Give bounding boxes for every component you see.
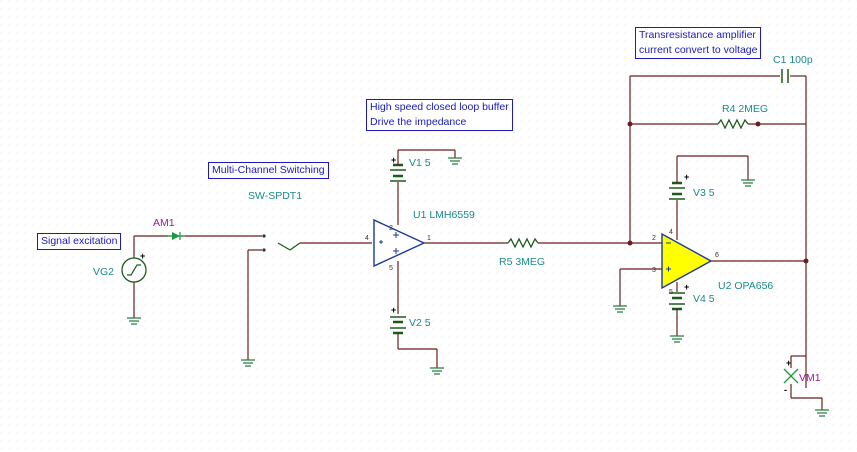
c1-capacitor[interactable] bbox=[781, 69, 789, 83]
ground-symbol bbox=[670, 335, 684, 343]
v2-battery[interactable]: + bbox=[390, 305, 406, 335]
ground-symbol bbox=[613, 305, 627, 313]
u2-opa656-opamp[interactable] bbox=[661, 232, 713, 290]
am1-ammeter[interactable] bbox=[166, 232, 185, 240]
vg2-label: VG2 bbox=[93, 266, 114, 278]
r5-label: R5 3MEG bbox=[499, 256, 545, 268]
r4-resistor[interactable] bbox=[717, 118, 749, 130]
u2-pin-top: 4 bbox=[669, 229, 673, 236]
note-buffer-line2: Drive the impedance bbox=[370, 116, 467, 128]
ground-symbol bbox=[448, 157, 462, 165]
u1-lmh6559-buffer[interactable] bbox=[373, 218, 426, 268]
v1-label: V1 5 bbox=[409, 157, 431, 169]
v4-label: V4 5 bbox=[693, 293, 715, 305]
ground-symbol bbox=[430, 367, 444, 375]
v2-label: V2 5 bbox=[409, 317, 431, 329]
svg-text:+: + bbox=[684, 172, 689, 182]
u2-pin-inv: 2 bbox=[652, 235, 656, 242]
u1-label: U1 LMH6559 bbox=[413, 209, 475, 221]
ground-symbol bbox=[127, 317, 141, 325]
note-tia-line2: current convert to voltage bbox=[639, 44, 758, 56]
note-buffer: High speed closed loop buffer Drive the … bbox=[366, 99, 513, 131]
sw-spdt1-switch[interactable] bbox=[247, 234, 372, 360]
sw-spdt1-label: SW-SPDT1 bbox=[248, 190, 302, 202]
vm1-label: VM1 bbox=[799, 372, 821, 384]
r5-resistor[interactable] bbox=[507, 237, 539, 249]
u2-pin-out: 6 bbox=[715, 252, 719, 259]
u1-pin-in: 4 bbox=[365, 235, 369, 242]
u1-pin-out: 1 bbox=[427, 235, 431, 242]
svg-text:-: - bbox=[784, 385, 787, 395]
svg-text:+: + bbox=[140, 251, 145, 261]
u2-pin-noninv: 3 bbox=[652, 267, 656, 274]
c1-label: C1 100p bbox=[773, 54, 813, 66]
r4-label: R4 2MEG bbox=[722, 103, 768, 115]
ground-symbol bbox=[741, 179, 755, 187]
svg-text:+: + bbox=[391, 155, 396, 165]
vm1-voltmeter[interactable]: + - bbox=[783, 358, 799, 395]
svg-text:+: + bbox=[391, 305, 396, 315]
svg-text:+: + bbox=[786, 358, 791, 368]
u1-pin-top: 2 bbox=[389, 225, 393, 232]
v3-label: V3 5 bbox=[693, 187, 715, 199]
note-switching-text: Multi-Channel Switching bbox=[212, 164, 325, 176]
note-tia-line1: Transresistance amplifier bbox=[639, 29, 756, 41]
u1-pin-bot: 5 bbox=[389, 265, 393, 272]
note-buffer-line1: High speed closed loop buffer bbox=[370, 101, 509, 113]
ground-symbol bbox=[815, 409, 829, 417]
note-signal-text: Signal excitation bbox=[41, 235, 118, 247]
note-multi-channel-switching: Multi-Channel Switching bbox=[208, 162, 329, 179]
note-transresistance: Transresistance amplifier current conver… bbox=[635, 27, 762, 59]
am1-label: AM1 bbox=[153, 217, 175, 229]
u2-label: U2 OPA656 bbox=[718, 280, 773, 292]
ground-symbol bbox=[241, 359, 255, 367]
vg2-source[interactable]: + bbox=[121, 242, 147, 325]
note-signal-excitation: Signal excitation bbox=[37, 233, 122, 250]
svg-text:+: + bbox=[684, 282, 689, 292]
